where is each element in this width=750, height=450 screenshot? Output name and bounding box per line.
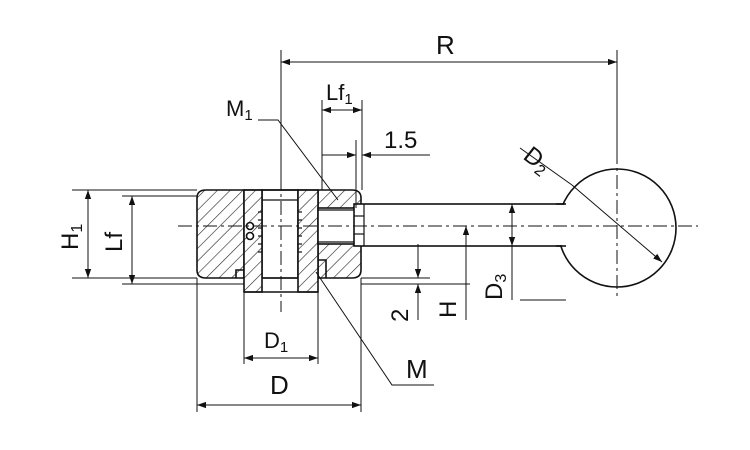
- detent-ball: [245, 231, 255, 241]
- dimension-labels: R Lf1 M1 1.5 D2 H1 Lf D3 H 2 D1 M D: [57, 30, 556, 400]
- label-M: M: [406, 354, 428, 384]
- center-bore: [261, 189, 299, 279]
- sleeve-left-wall: [243, 189, 263, 293]
- dim-D2: [571, 184, 663, 263]
- label-D1: D1: [264, 328, 288, 356]
- handle: [353, 168, 677, 288]
- label-H1: H1: [57, 224, 86, 250]
- label-D2: D2: [517, 141, 556, 180]
- label-2: 2: [387, 309, 414, 322]
- leader-M: [315, 271, 434, 386]
- rod: [353, 203, 567, 247]
- center-lines: [178, 150, 698, 312]
- label-1-5: 1.5: [384, 127, 417, 154]
- label-Lf1: Lf1: [326, 80, 353, 108]
- dimension-lines: [84, 58, 663, 409]
- label-Lf: Lf: [101, 232, 128, 252]
- label-D: D: [270, 370, 289, 400]
- left-section: [196, 189, 245, 279]
- clamp-body: [196, 189, 362, 293]
- sleeve-right-wall: [297, 189, 319, 293]
- label-D3: D3: [481, 274, 510, 300]
- leader-lines: [258, 119, 434, 386]
- set-screw-thread: [318, 209, 356, 243]
- thread-marks: [258, 211, 302, 253]
- label-R: R: [436, 30, 455, 60]
- extension-lines: [72, 50, 618, 412]
- label-H: H: [435, 301, 462, 318]
- label-M1: M1: [226, 96, 253, 124]
- leader-M1: [258, 119, 339, 201]
